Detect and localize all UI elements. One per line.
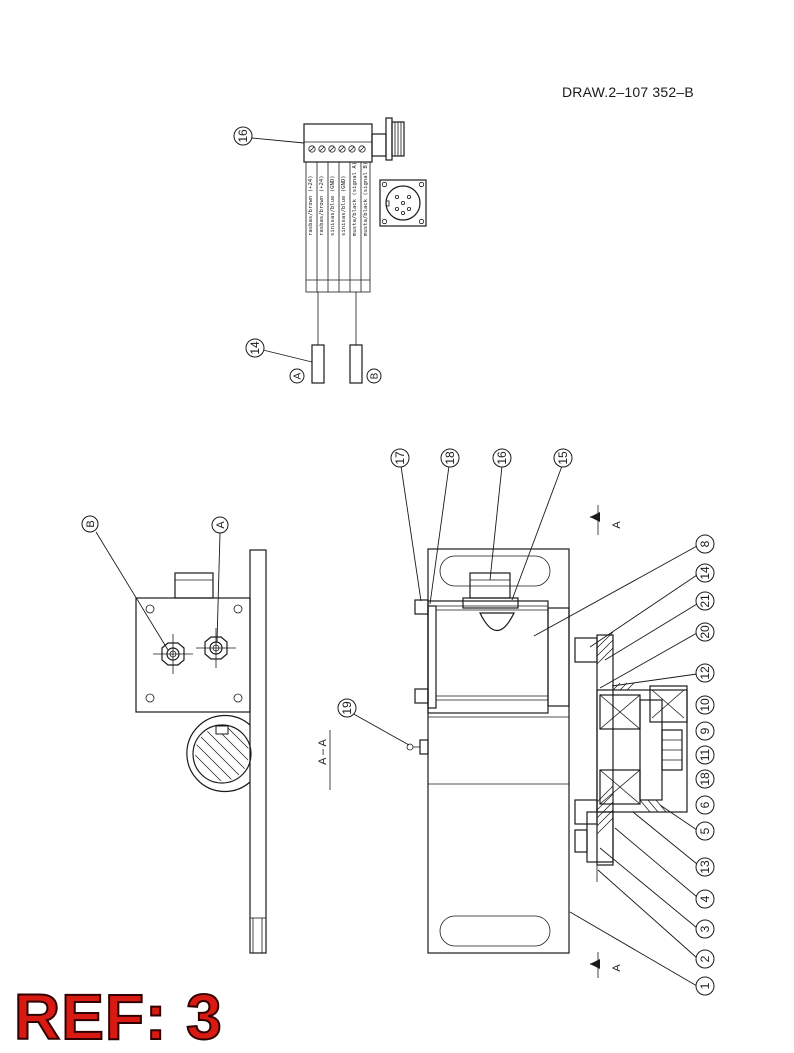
balloon-a-end: A: [211, 516, 229, 534]
svg-text:8: 8: [698, 540, 712, 547]
section-arrow-bottom: A: [590, 952, 623, 978]
wire-label: sinisas/blue (GND): [330, 175, 336, 236]
wire-label: rasbas/brown (+24): [319, 175, 325, 236]
balloon-16-top: 16: [233, 126, 253, 146]
svg-text:18: 18: [698, 772, 712, 786]
svg-text:14: 14: [248, 341, 262, 355]
svg-text:A: A: [611, 964, 623, 972]
svg-text:16: 16: [236, 129, 250, 143]
bolt-17: [414, 599, 429, 615]
wiring-diagram: rasbas/brown (+24) rasbas/brown (+24) si…: [233, 117, 427, 384]
balloon-1: 1: [695, 976, 715, 996]
gland-a: [196, 628, 236, 668]
balloon-11: 11: [695, 745, 715, 765]
svg-text:21: 21: [698, 594, 712, 608]
svg-text:A: A: [293, 372, 304, 379]
svg-text:A: A: [611, 521, 623, 529]
ref-label: REF: 3: [13, 981, 223, 1053]
svg-text:9: 9: [698, 727, 712, 734]
section-arrow-top: A: [590, 505, 623, 535]
svg-text:15: 15: [556, 451, 570, 465]
balloon-19: 19: [337, 698, 357, 718]
section-title: A – A: [317, 738, 329, 764]
gland-b: [153, 634, 193, 674]
svg-text:14: 14: [698, 566, 712, 580]
svg-text:3: 3: [698, 925, 712, 932]
main-section-view: [406, 548, 688, 954]
wire-labels: rasbas/brown (+24) rasbas/brown (+24) si…: [308, 162, 369, 236]
svg-text:B: B: [85, 520, 97, 527]
balloon-14-main: 14: [695, 563, 715, 583]
balloon-5: 5: [695, 821, 715, 841]
balloon-6: 6: [695, 795, 715, 815]
balloon-10: 10: [695, 695, 715, 715]
balloon-17: 17: [390, 448, 410, 468]
svg-text:13: 13: [698, 860, 712, 874]
wire-bundle: [305, 161, 371, 293]
svg-text:12: 12: [698, 666, 712, 680]
balloon-2: 2: [695, 949, 715, 969]
svg-text:6: 6: [698, 801, 712, 808]
balloon-8: 8: [695, 534, 715, 554]
end-view: B A: [81, 515, 267, 954]
wire-label: musta/black (signal B): [363, 162, 369, 236]
svg-text:A: A: [215, 521, 227, 529]
drawing-number: DRAW.2–107 352–B: [562, 84, 694, 100]
balloon-20: 20: [695, 622, 715, 642]
balloon-18-top: 18: [440, 448, 460, 468]
balloon-12: 12: [695, 663, 715, 683]
terminal-b-label: B: [366, 368, 382, 384]
terminal-a-sleeve: [311, 344, 325, 384]
svg-text:2: 2: [698, 955, 712, 962]
wire-label: sinisas/blue (GND): [341, 175, 347, 236]
balloon-4: 4: [695, 889, 715, 909]
svg-text:19: 19: [340, 701, 354, 715]
svg-text:4: 4: [698, 895, 712, 902]
balloon-15: 15: [553, 448, 573, 468]
terminal-screws: [308, 145, 366, 153]
sensor-head: [469, 572, 511, 599]
svg-text:16: 16: [495, 451, 509, 465]
balloon-16-main: 16: [492, 448, 512, 468]
wire-label: musta/black (signal A): [352, 162, 358, 236]
balloon-b-end: B: [81, 515, 99, 533]
side-balloons: 8 14 21 20 12 10 9: [533, 534, 715, 996]
terminal-b-sleeve: [349, 344, 363, 384]
flange: [596, 634, 614, 866]
connector-face: [379, 179, 427, 227]
svg-text:5: 5: [698, 827, 712, 834]
balloon-18-side: 18: [695, 769, 715, 789]
terminal-block: [303, 123, 373, 163]
balloon-3: 3: [695, 919, 715, 939]
svg-text:B: B: [370, 372, 381, 379]
svg-text:1: 1: [698, 982, 712, 989]
balloon-21: 21: [695, 591, 715, 611]
balloon-14-top: 14: [245, 338, 265, 358]
svg-text:20: 20: [698, 625, 712, 639]
top-balloons: 17 18 16 15: [390, 448, 573, 605]
terminal-a-label: A: [289, 368, 305, 384]
balloon-13: 13: [695, 857, 715, 877]
balloon-9: 9: [695, 721, 715, 741]
svg-text:18: 18: [443, 451, 457, 465]
svg-text:11: 11: [698, 748, 712, 761]
svg-text:10: 10: [698, 698, 712, 712]
svg-text:17: 17: [393, 451, 407, 465]
wire-label: rasbas/brown (+24): [308, 175, 314, 236]
